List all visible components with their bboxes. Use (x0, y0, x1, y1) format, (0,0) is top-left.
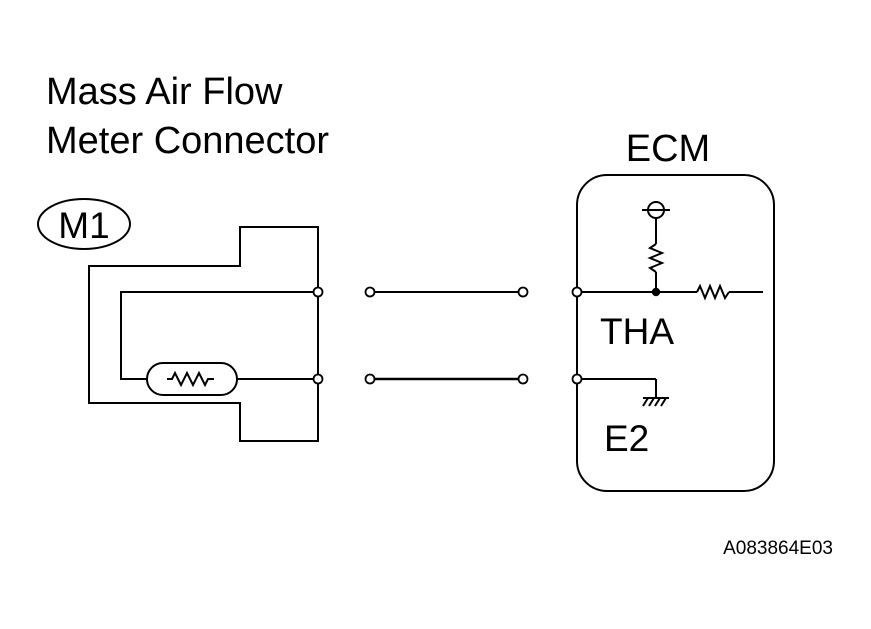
ecm-tha-label: THA (600, 311, 674, 352)
connector-code-badge: M1 (37, 198, 131, 250)
harness-wire-e2 (364, 373, 529, 385)
ecm-tha-circuit (577, 201, 763, 301)
ecm-title: ECM (626, 128, 710, 170)
pullup-resistor-horizontal-icon (696, 283, 730, 301)
connector-title-line2: Meter Connector (46, 120, 329, 162)
ground-icon (642, 397, 669, 407)
ecm-e2-circuit (577, 378, 669, 407)
figure-id: A083864E03 (723, 538, 833, 559)
intake-air-temp-sensor-circuit (120, 291, 318, 396)
thermistor-housing (146, 362, 238, 396)
connector-housing (88, 226, 319, 442)
ecm-e2-label: E2 (604, 418, 649, 459)
connector-terminal-e2 (312, 373, 324, 385)
junction-dot (651, 287, 661, 297)
harness-wire-tha (364, 286, 529, 298)
thermistor-resistor-icon (167, 370, 214, 388)
pullup-resistor-vertical-icon (647, 243, 665, 273)
ecm-terminal-tha (571, 286, 583, 298)
ecm-box (576, 174, 775, 492)
ecm-terminal-e2 (571, 373, 583, 385)
connector-code: M1 (58, 205, 109, 246)
connector-terminal-tha (312, 286, 324, 298)
connector-title-line1: Mass Air Flow (46, 71, 283, 113)
